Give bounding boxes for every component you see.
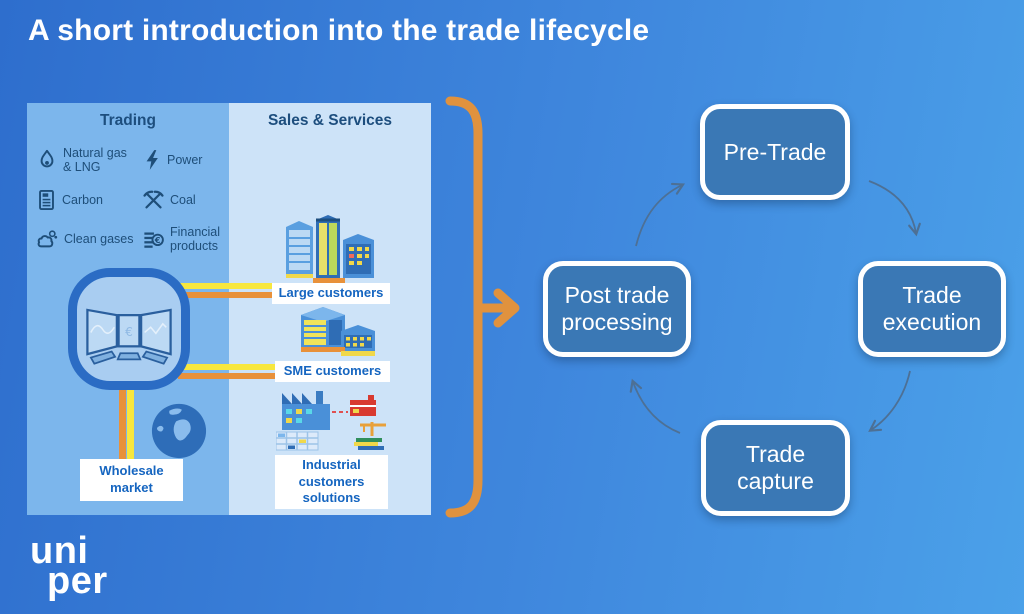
svg-text:€: € xyxy=(154,235,161,245)
stage-pre-trade: Pre-Trade xyxy=(700,104,850,200)
commodity-power: Power xyxy=(143,146,231,175)
industrial-customers-tag: Industrial customers solutions xyxy=(275,455,388,509)
stage-label: Trade execution xyxy=(882,282,982,335)
arrow-execution-to-capture xyxy=(868,370,911,432)
commodity-label: Coal xyxy=(170,192,196,207)
brace-arrow xyxy=(445,96,520,518)
tag-label: Wholesale market xyxy=(99,463,164,495)
page-title: A short introduction into the trade life… xyxy=(28,14,650,47)
crossed-pickaxes-icon xyxy=(143,190,164,209)
tag-label: Industrial customers solutions xyxy=(298,456,365,506)
commodity-label: Power xyxy=(167,153,203,168)
connector-stripe xyxy=(178,292,273,298)
trading-header: Trading xyxy=(100,112,156,129)
flame-icon xyxy=(40,150,54,168)
svg-text:€: € xyxy=(125,325,133,339)
large-customers-tag: Large customers xyxy=(272,283,390,304)
connector-stripe xyxy=(119,386,126,461)
stage-trade-execution: Trade execution xyxy=(858,261,1006,357)
stage-label: Trade capture xyxy=(737,441,814,494)
commodity-clean-gases: Clean gases xyxy=(37,225,141,254)
stage-label: Post trade processing xyxy=(561,282,673,335)
clean-gas-icon xyxy=(37,230,58,248)
commodity-label: Clean gases xyxy=(64,231,134,246)
commodity-label: Carbon xyxy=(62,192,103,207)
arrow-posttrade-to-pretrade xyxy=(635,182,686,247)
tag-label: Large customers xyxy=(278,285,384,301)
connector-stripe xyxy=(178,373,276,379)
connector-stripe xyxy=(127,386,134,461)
sme-customers-tag: SME customers xyxy=(275,361,390,382)
commodity-coal: Coal xyxy=(143,189,231,211)
large-customers-buildings xyxy=(286,215,374,283)
commodity-label: Financial products xyxy=(170,224,221,254)
stage-post-trade-processing: Post trade processing xyxy=(543,261,691,357)
logo-line-1: uni xyxy=(30,530,89,572)
logo-line-2: per xyxy=(47,559,108,602)
globe-icon xyxy=(151,403,207,459)
commodity-carbon: Carbon xyxy=(37,189,141,211)
commodity-financial-products: € Financial products xyxy=(143,225,231,254)
sme-customers-buildings xyxy=(301,307,375,356)
tag-label: SME customers xyxy=(283,363,382,379)
arrow-pretrade-to-execution xyxy=(868,180,921,237)
lightning-icon xyxy=(146,150,158,171)
sales-header: Sales & Services xyxy=(267,112,393,129)
commodity-grid: Natural gas & LNG Power xyxy=(37,146,229,254)
sales-column: Sales & Services xyxy=(229,103,431,515)
industrial-customers-illustration xyxy=(276,391,386,451)
commodity-natural-gas: Natural gas & LNG xyxy=(37,146,141,175)
trading-monitors-icon: € xyxy=(86,308,172,365)
stage-label: Pre-Trade xyxy=(723,138,827,165)
commodity-label: Natural gas & LNG xyxy=(63,146,127,175)
uniper-logo: uni per xyxy=(30,530,108,602)
euro-coins-icon: € xyxy=(144,232,164,248)
wholesale-market-tag: Wholesale market xyxy=(80,459,183,501)
connector-stripe xyxy=(178,283,273,289)
arrow-capture-to-posttrade xyxy=(629,378,681,434)
co2-document-icon xyxy=(39,189,54,210)
trading-desk-badge: € xyxy=(68,268,190,390)
stage-trade-capture: Trade capture xyxy=(701,420,850,516)
connector-stripe xyxy=(178,364,276,370)
trading-sales-panel: Trading Natural gas & LNG Power xyxy=(27,103,431,515)
